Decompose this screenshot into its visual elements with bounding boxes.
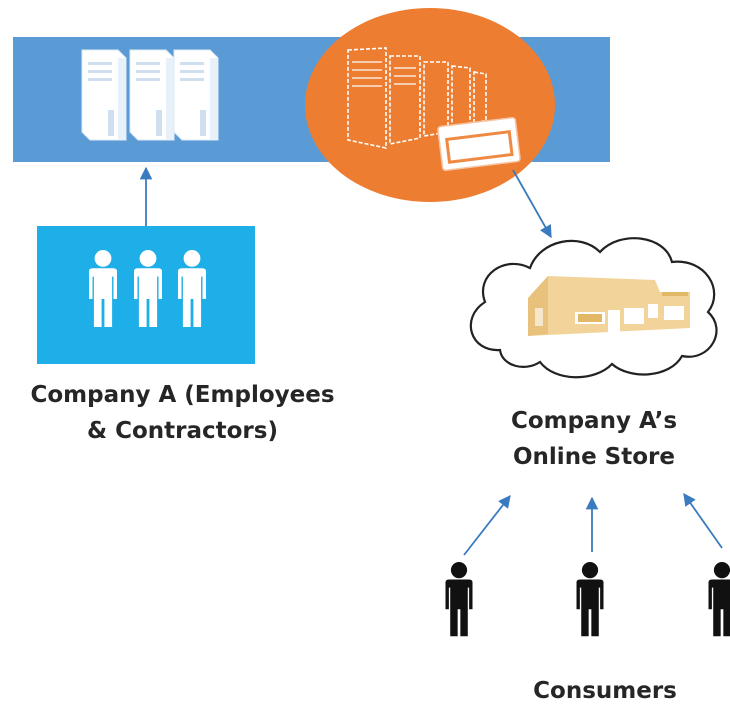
person-icon <box>445 562 473 637</box>
online-store-label-line-1: Company A’s <box>510 408 678 434</box>
consumers-label: Consumers <box>533 678 677 704</box>
online-store-label-line-2: Online Store <box>513 444 675 470</box>
arrow-consumer-right <box>683 492 723 549</box>
company-a-label-line-2: & Contractors) <box>87 418 278 444</box>
browser-window-icon <box>437 117 521 171</box>
consumer-group <box>445 562 730 637</box>
employee-group <box>89 250 206 327</box>
server-tower-icon <box>81 49 127 141</box>
datacenter-circle <box>305 8 555 202</box>
server-tower-icon <box>129 49 175 141</box>
person-icon <box>89 250 117 327</box>
company-a-label: Company A (Employees & Contractors) <box>10 377 355 449</box>
datacenter-rack-lines <box>352 61 416 87</box>
arrow-datacenter-to-store <box>512 169 552 239</box>
person-icon <box>576 562 604 637</box>
storefront-icon <box>528 276 690 336</box>
online-store-label: Company A’s Online Store <box>470 403 718 475</box>
person-icon <box>134 250 162 327</box>
person-icon <box>708 562 730 637</box>
company-a-label-line-1: Company A (Employees <box>30 382 335 408</box>
server-tower-icon <box>173 49 219 141</box>
person-icon <box>178 250 206 327</box>
arrow-consumer-left <box>463 495 511 556</box>
